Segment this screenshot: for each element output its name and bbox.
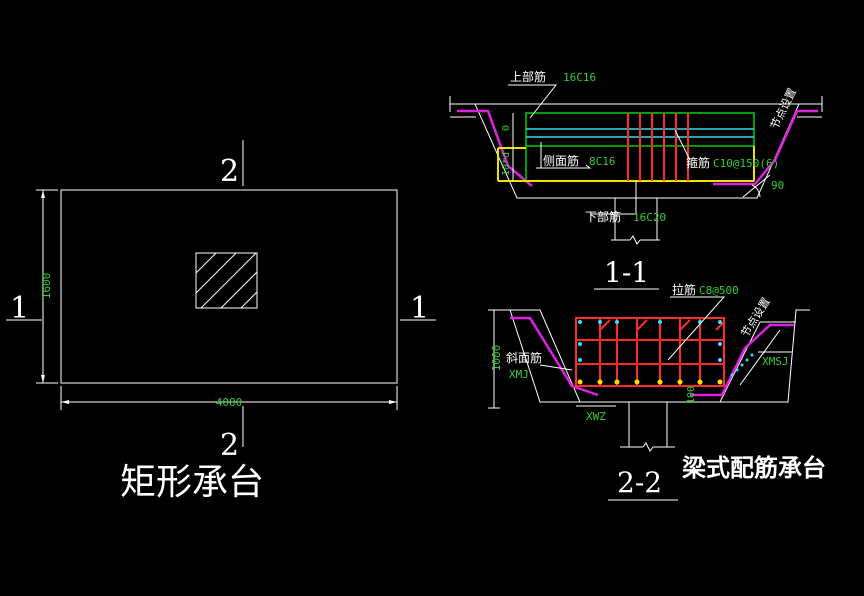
- drawing-caption: 梁式配筋承台: [681, 454, 826, 482]
- plan-view: 2 2 1 1 4000 1600 矩形承台: [6, 140, 436, 503]
- section2-title: 2-2: [617, 466, 662, 499]
- section-mark-top: 2: [220, 154, 239, 189]
- section-mark-bottom: 2: [220, 428, 239, 463]
- section-2-2: 1000 XWZ XMSJ 100 拉筋 C8@500 斜面筋 XMJ 节点设置…: [488, 282, 810, 501]
- section2-dim-xwz: XWZ: [586, 410, 606, 423]
- dim-width-text: 4000: [216, 396, 243, 409]
- section1-side-bar-label: 侧面筋: [543, 153, 579, 168]
- section2-rebar-dots: [577, 320, 754, 385]
- section2-tie-bar-label: 拉筋: [672, 282, 696, 297]
- section1-dim-side: 10*d: [501, 152, 512, 176]
- plan-title: 矩形承台: [120, 462, 264, 503]
- section2-slope-bar-right: [690, 323, 794, 397]
- section1-stirrup-value: C10@150(6): [713, 157, 779, 170]
- section1-stirrup-label: 箍筋: [686, 155, 710, 170]
- section1-bottom-bar-label: 下部筋: [585, 209, 621, 224]
- section2-tie-bar-value: C8@500: [699, 284, 739, 297]
- dimension-height: [36, 189, 58, 384]
- section1-slope-bar-right: [713, 109, 818, 186]
- section1-side-bar-value: 8C16: [589, 155, 616, 168]
- column-hatch: [195, 252, 258, 309]
- section2-rebar-cage: [575, 317, 725, 387]
- section-mark-right: 1: [410, 291, 429, 326]
- section1-slope-bar-left: [457, 109, 533, 187]
- section1-dim-zero: 0: [501, 125, 512, 131]
- section1-top-bar-value: 16C16: [563, 71, 596, 84]
- section-1-1: 0 10*d 上部筋 16C16 侧面筋 8C16 箍筋 C10@150(6) …: [449, 69, 823, 290]
- dim-height-text: 1600: [40, 273, 53, 300]
- section2-slant-bar-label: 斜面筋: [506, 350, 542, 365]
- section1-title: 1-1: [604, 256, 649, 289]
- section2-dim-xmsj: XMSJ: [762, 355, 789, 368]
- pile-cap-outline: [60, 189, 398, 384]
- dimension-width: [60, 386, 398, 410]
- section2-node-note: 节点设置: [739, 295, 773, 339]
- section2-dim-height: 1000: [490, 345, 503, 372]
- section-mark-left: 1: [10, 291, 29, 326]
- section2-dim-hundred: 100: [686, 386, 697, 404]
- section1-stirrups: [627, 113, 689, 181]
- section1-bottom-bar-value: 16C20: [633, 211, 666, 224]
- section1-top-bar-label: 上部筋: [510, 69, 546, 84]
- section1-dim-angle: 90: [771, 179, 784, 192]
- section2-slant-bar-value: XMJ: [509, 368, 529, 381]
- section2-concrete-outline: [510, 309, 581, 403]
- section1-node-note: 节点设置: [768, 86, 799, 131]
- section2-slope-bar-left: [510, 316, 599, 397]
